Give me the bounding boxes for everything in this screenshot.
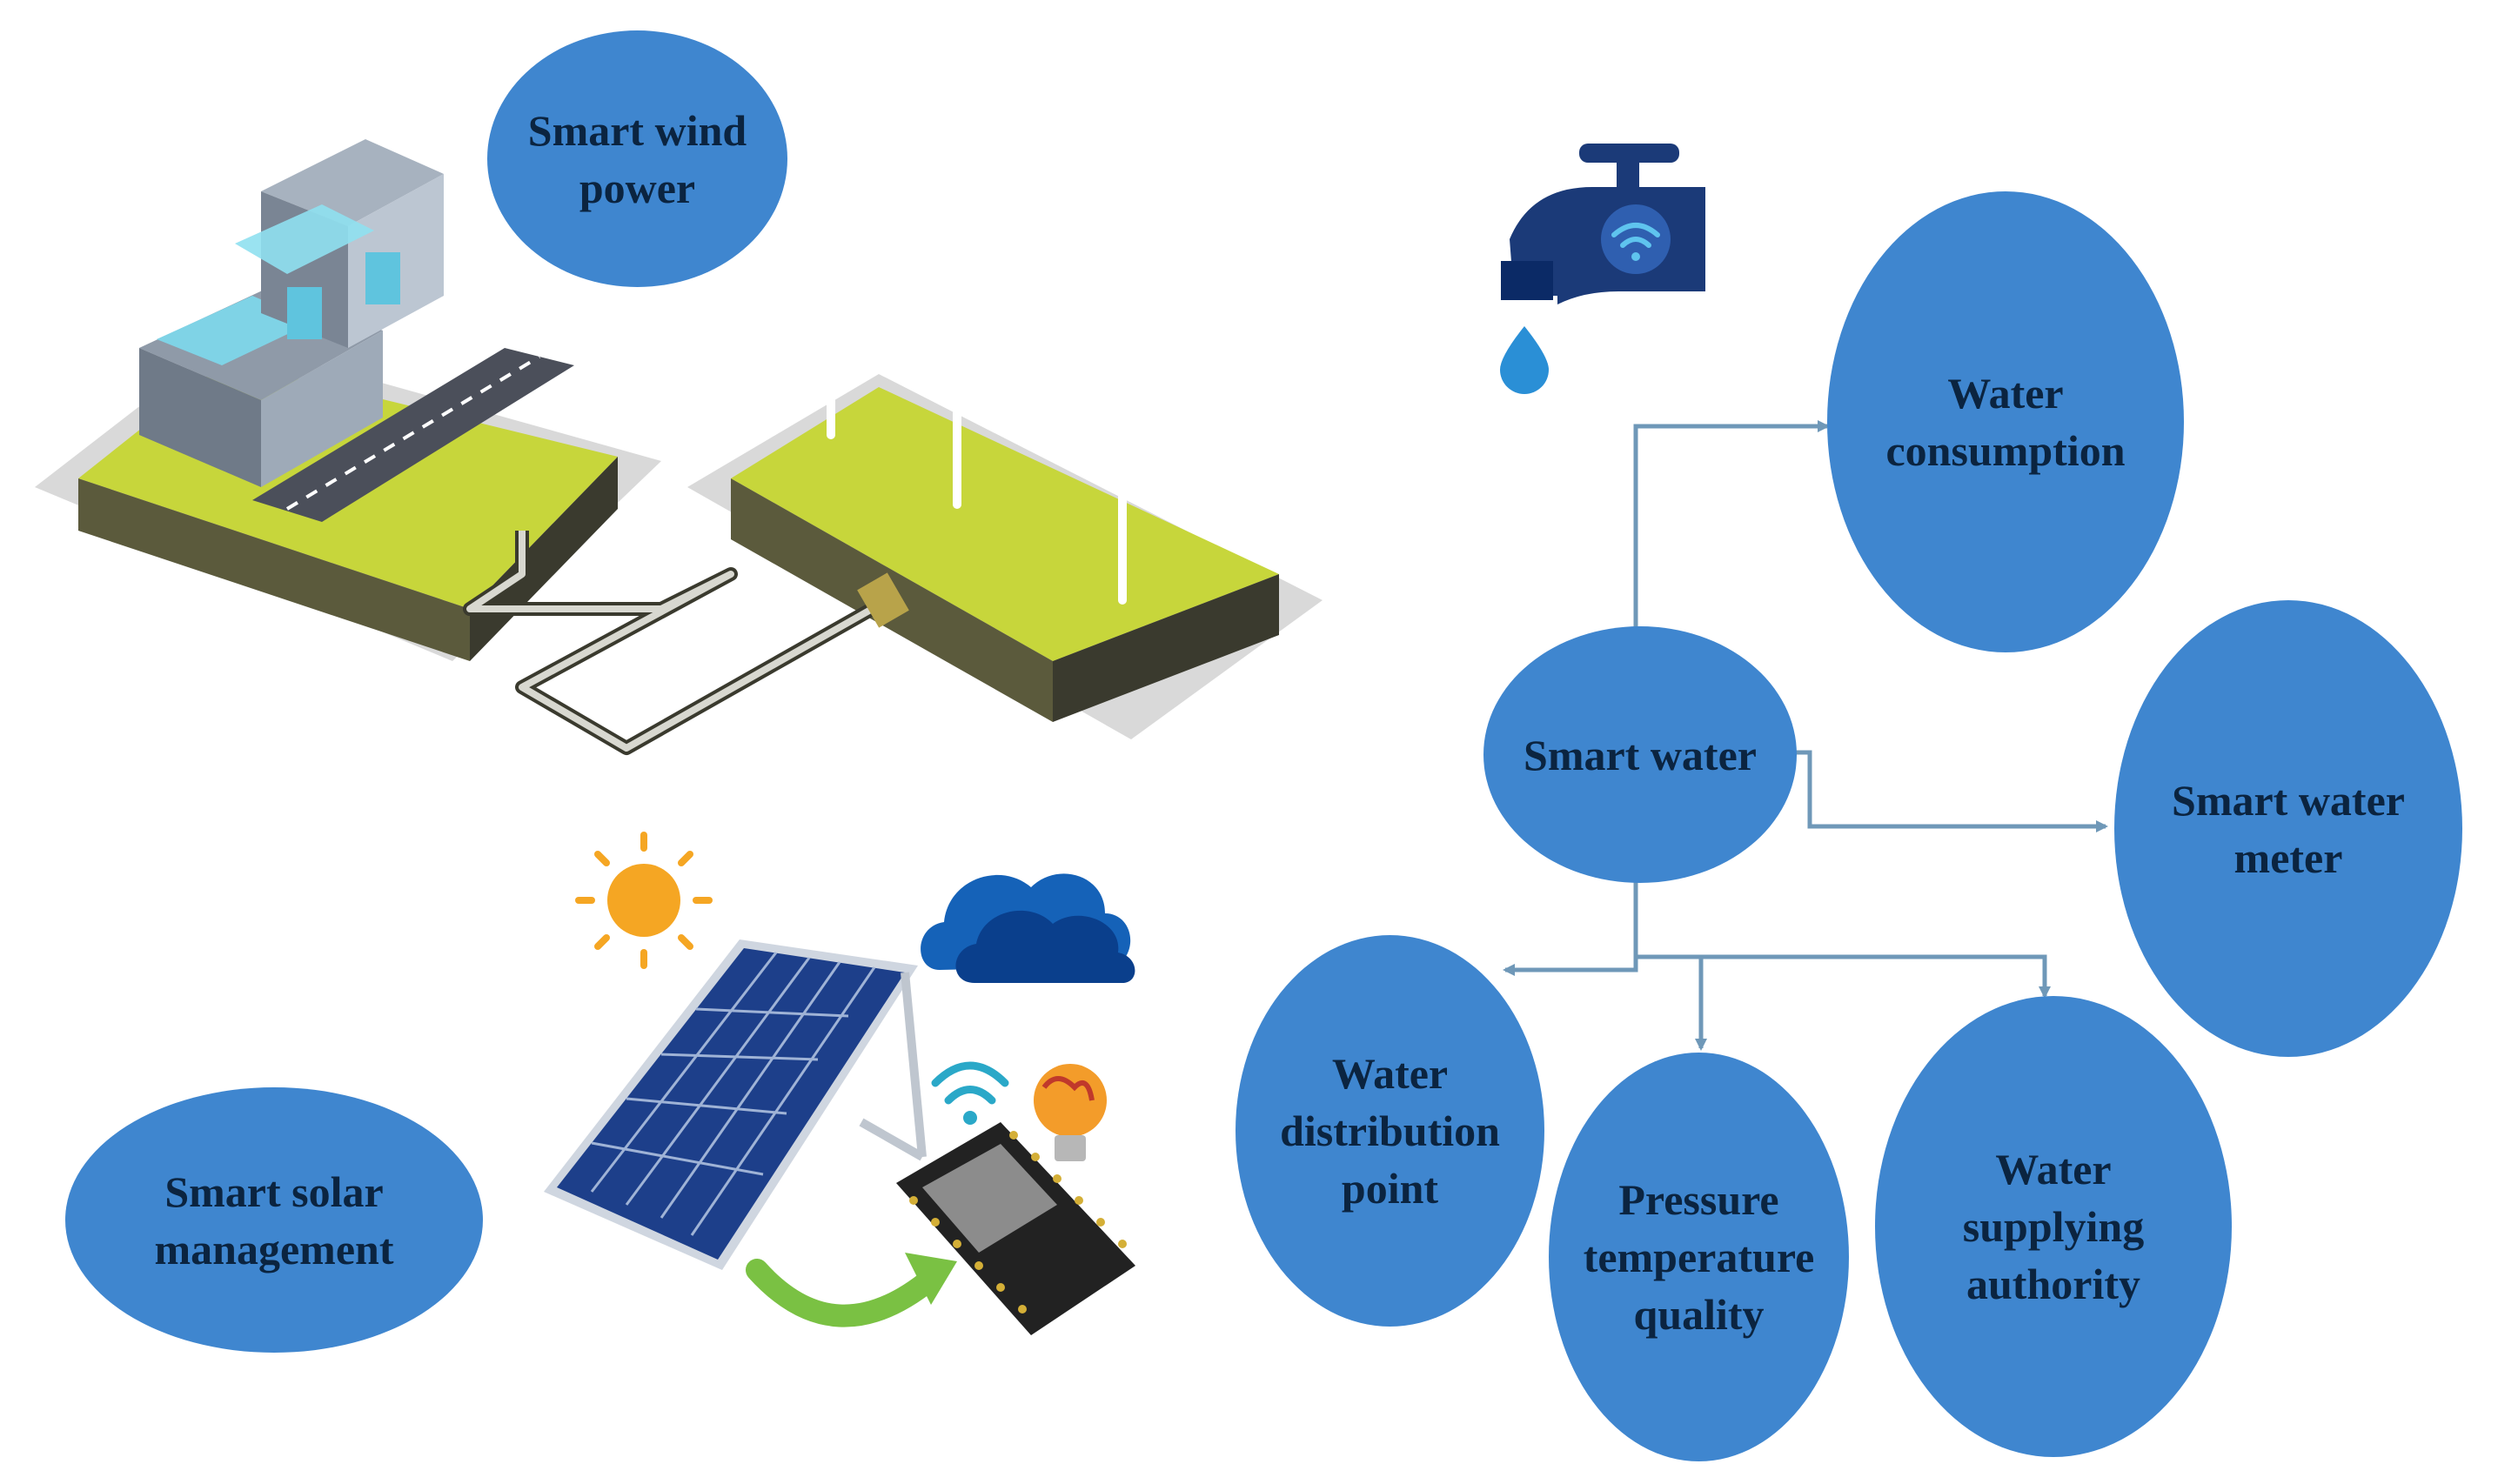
node-label: Smart wind power — [527, 105, 747, 212]
node-smart-water: Smart water — [1483, 626, 1797, 883]
node-label: Water supplying authority — [1962, 1145, 2145, 1308]
node-water-distribution-point: Water distribution point — [1236, 935, 1544, 1327]
node-water-consumption: Water consumption — [1827, 191, 2184, 652]
node-label: Pressure temperature quality — [1583, 1175, 1815, 1339]
connector-to-consumption — [1633, 420, 1830, 631]
connector-horizontal-bus — [1636, 954, 2051, 999]
node-label: Smart water — [1524, 730, 1757, 779]
node-smart-water-meter: Smart water meter — [2114, 600, 2462, 1057]
node-pressure-temperature-quality: Pressure temperature quality — [1549, 1053, 1849, 1461]
node-water-supplying-authority: Water supplying authority — [1875, 996, 2232, 1457]
connector-to-meter — [1792, 750, 2108, 832]
node-label: Water distribution point — [1280, 1049, 1500, 1213]
node-label: Smart solar management — [154, 1166, 394, 1273]
node-smart-wind-power: Smart wind power — [487, 30, 787, 287]
node-label: Water consumption — [1885, 369, 2126, 475]
node-smart-solar-management: Smart solar management — [65, 1087, 483, 1353]
node-label: Smart water meter — [2172, 775, 2405, 882]
connector-trunk-down — [1503, 879, 1638, 976]
